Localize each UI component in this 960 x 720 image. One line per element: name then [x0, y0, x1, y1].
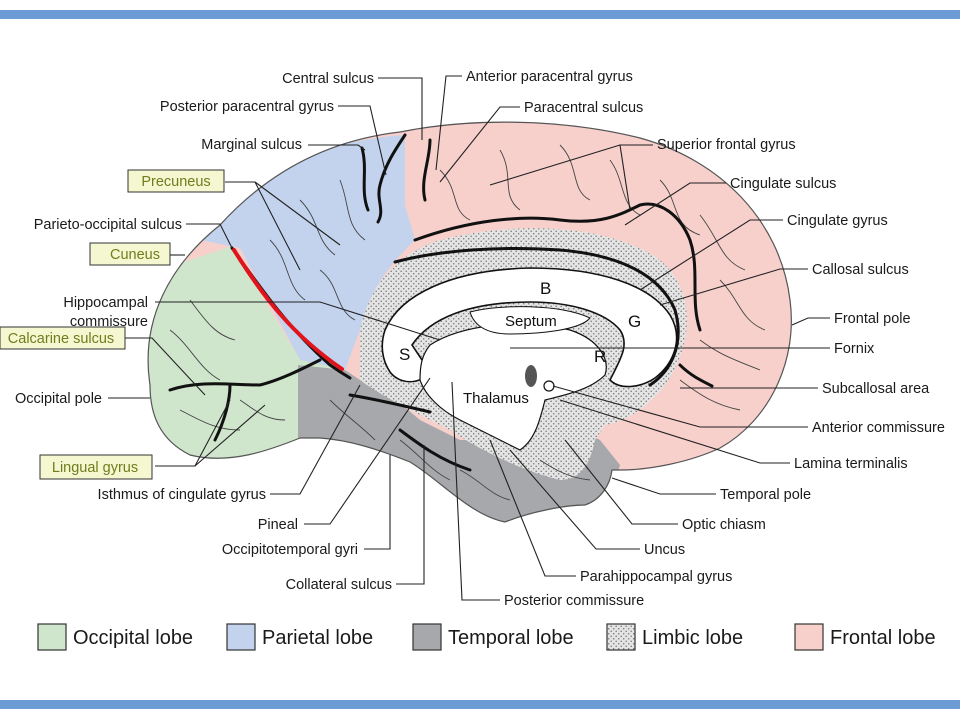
legend: Occipital lobe Parietal lobe Temporal lo… [37, 623, 936, 651]
label-subcallosal-area: Subcallosal area [822, 381, 930, 397]
anterior-commissure-dot [543, 380, 555, 392]
label-optic-chiasm: Optic chiasm [682, 517, 766, 533]
label-s: S [399, 345, 410, 364]
mammillary-dark [525, 365, 537, 387]
label-r: R [594, 347, 606, 366]
label-hippocampal-commissure-line2: commissure [70, 314, 148, 330]
label-central-sulcus: Central sulcus [282, 71, 374, 87]
label-calcarine-sulcus: Calcarine sulcus [8, 331, 114, 347]
label-cingulate-sulcus: Cingulate sulcus [730, 176, 836, 192]
label-occipitotemporal-gyri: Occipitotemporal gyri [222, 542, 358, 558]
legend-label-parietal: Parietal lobe [262, 627, 373, 649]
label-cuneus: Cuneus [110, 247, 160, 263]
septum-region [469, 306, 591, 335]
label-septum: Septum [505, 313, 557, 330]
lingual-box [39, 454, 153, 480]
legend-swatch-occipital [37, 623, 67, 651]
legend-item-limbic: Limbic lobe [606, 623, 743, 651]
label-anterior-paracentral-gyrus: Anterior paracentral gyrus [466, 69, 633, 85]
label-b: B [540, 279, 551, 298]
label-cingulate-gyrus: Cingulate gyrus [787, 213, 888, 229]
label-parieto-occipital-sulcus: Parieto-occipital sulcus [34, 217, 182, 233]
legend-swatch-parietal [226, 623, 256, 651]
legend-swatch-frontal [794, 623, 824, 651]
label-collateral-sulcus: Collateral sulcus [286, 577, 392, 593]
temporal-lobe-region [298, 365, 620, 523]
gyral-texture [169, 144, 766, 501]
brain-outline [147, 121, 792, 523]
bottom-frame-bar [0, 700, 960, 709]
label-occipital-pole: Occipital pole [15, 391, 102, 407]
label-temporal-pole: Temporal pole [720, 487, 811, 503]
label-fornix: Fornix [834, 341, 875, 357]
label-uncus: Uncus [644, 542, 685, 558]
calcarine-box [0, 326, 126, 350]
legend-label-temporal: Temporal lobe [448, 627, 574, 649]
top-frame-bar [0, 10, 960, 19]
legend-swatch-limbic [606, 623, 636, 651]
label-lamina-terminalis: Lamina terminalis [794, 456, 908, 472]
label-callosal-sulcus: Callosal sulcus [812, 262, 909, 278]
legend-item-temporal: Temporal lobe [412, 623, 574, 651]
label-pineal: Pineal [258, 517, 298, 533]
legend-label-limbic: Limbic lobe [642, 627, 743, 649]
cuneus-box [89, 242, 171, 266]
inner-labels: B G S R Septum Thalamus [399, 279, 641, 407]
leader-lines [108, 75, 830, 601]
label-frontal-pole: Frontal pole [834, 311, 911, 327]
parieto-occipital-highlight [232, 248, 344, 371]
legend-swatch-temporal [412, 623, 442, 651]
parietal-lobe-region [200, 135, 415, 370]
label-marginal-sulcus: Marginal sulcus [201, 137, 302, 153]
legend-label-frontal: Frontal lobe [830, 627, 936, 649]
legend-item-frontal: Frontal lobe [794, 623, 936, 651]
label-isthmus: Isthmus of cingulate gyrus [98, 487, 266, 503]
label-g: G [628, 312, 641, 331]
label-hippocampal-commissure-line1: Hippocampal [63, 295, 148, 311]
legend-label-occipital: Occipital lobe [73, 627, 193, 649]
label-parahippocampal-gyrus: Parahippocampal gyrus [580, 569, 732, 585]
label-superior-frontal-gyrus: Superior frontal gyrus [657, 137, 796, 153]
label-precuneus: Precuneus [141, 174, 210, 190]
label-thalamus: Thalamus [463, 390, 529, 407]
structure-labels: Central sulcus Anterior paracentral gyru… [8, 69, 945, 609]
label-lingual-gyrus: Lingual gyrus [52, 460, 138, 476]
label-posterior-commissure: Posterior commissure [504, 593, 644, 609]
legend-item-occipital: Occipital lobe [37, 623, 193, 651]
label-anterior-commissure: Anterior commissure [812, 420, 945, 436]
precuneus-box [127, 169, 225, 193]
highlight-boxes [0, 169, 225, 480]
label-paracentral-sulcus: Paracentral sulcus [524, 100, 643, 116]
label-posterior-paracentral-gyrus: Posterior paracentral gyrus [160, 99, 334, 115]
brain-regions [148, 122, 792, 523]
legend-item-parietal: Parietal lobe [226, 623, 373, 651]
